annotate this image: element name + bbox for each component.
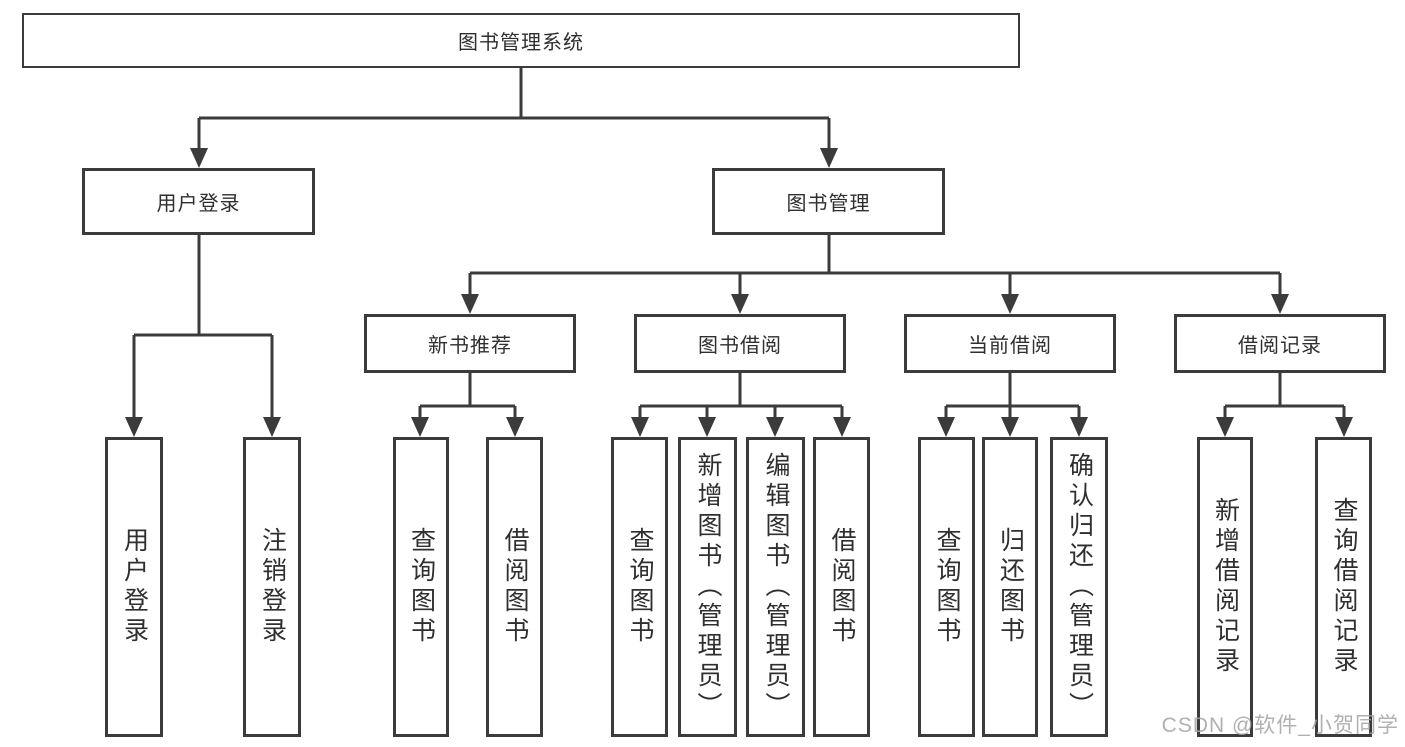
node-borrow-records: 借阅记录 <box>1174 314 1386 373</box>
node-book-management: 图书管理 <box>712 168 945 235</box>
leaf-add-books-admin: 新增图书（管理员） <box>678 437 737 737</box>
leaf-add-borrow-record: 新增借阅记录 <box>1197 437 1253 737</box>
node-root: 图书管理系统 <box>22 13 1020 68</box>
leaf-borrow-books-1: 借阅图书 <box>486 437 543 737</box>
leaf-return-books: 归还图书 <box>982 437 1038 737</box>
leaf-query-borrow-record: 查询借阅记录 <box>1315 437 1372 737</box>
leaf-query-books-2: 查询图书 <box>611 437 668 737</box>
leaf-logout: 注销登录 <box>243 437 301 737</box>
leaf-edit-books-admin: 编辑图书（管理员） <box>746 437 805 737</box>
node-book-borrow: 图书借阅 <box>634 314 846 373</box>
leaf-query-books-1: 查询图书 <box>393 437 449 737</box>
watermark: CSDN @软件_小贺同学 <box>1161 714 1399 737</box>
leaf-query-books-3: 查询图书 <box>918 437 975 737</box>
leaf-borrow-books-2: 借阅图书 <box>813 437 870 737</box>
node-current-borrow: 当前借阅 <box>904 314 1116 373</box>
leaf-confirm-return-admin: 确认归还（管理员） <box>1050 437 1108 737</box>
node-user-login: 用户登录 <box>82 168 315 235</box>
leaf-user-login: 用户登录 <box>105 437 163 737</box>
node-new-book-recommend: 新书推荐 <box>364 314 576 373</box>
